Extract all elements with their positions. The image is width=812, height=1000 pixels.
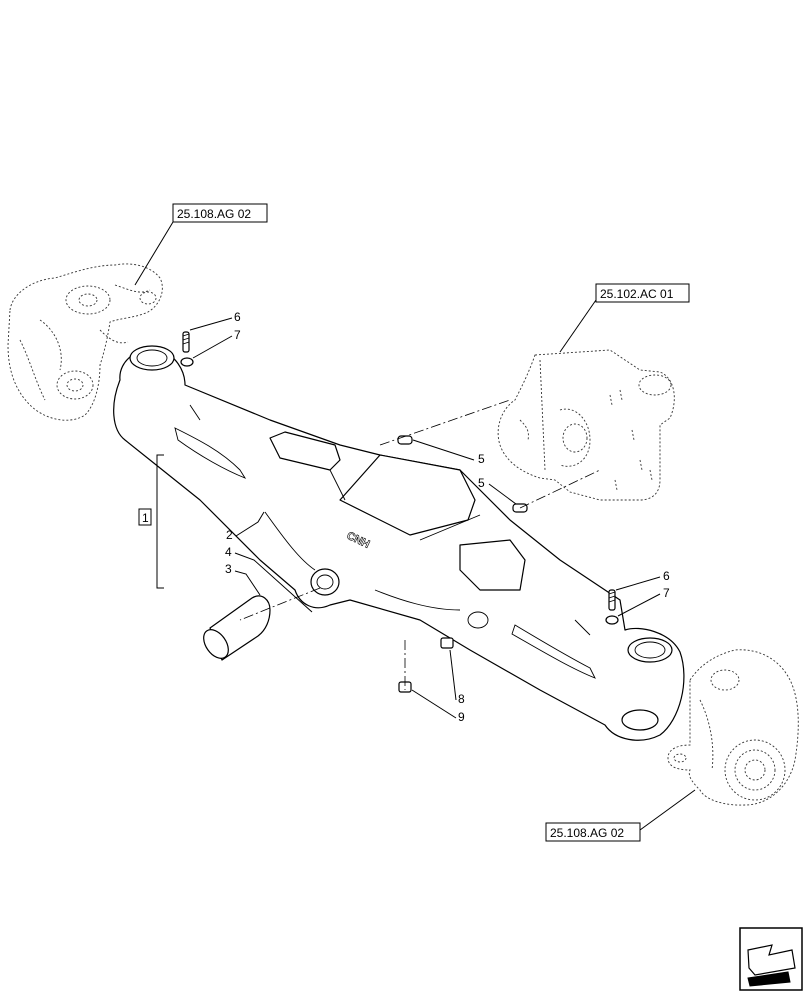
callout-7a: 7	[192, 328, 241, 359]
callout-5a: 5	[412, 439, 485, 466]
arrow-nav-icon[interactable]	[739, 927, 803, 991]
grease-fitting	[398, 637, 454, 693]
ghost-differential	[497, 349, 675, 501]
svg-text:3: 3	[225, 562, 232, 576]
callout-5b: 5	[478, 476, 517, 505]
svg-text:5: 5	[478, 452, 485, 466]
svg-text:25.108.AG 02: 25.108.AG 02	[550, 826, 624, 840]
callout-3: 3	[225, 562, 261, 596]
ref-top-right[interactable]: 25.102.AC 01	[559, 283, 690, 353]
callout-7b: 7	[617, 586, 670, 617]
axle-housing: CNH	[113, 345, 685, 741]
pivot-bushing	[203, 595, 271, 661]
svg-text:2: 2	[226, 528, 233, 542]
callout-6b: 6	[615, 569, 670, 591]
svg-text:6: 6	[663, 569, 670, 583]
callout-4: 4	[225, 545, 313, 613]
svg-text:7: 7	[663, 586, 670, 600]
svg-text:8: 8	[458, 692, 465, 706]
callout-9: 9	[411, 689, 465, 724]
svg-text:7: 7	[234, 328, 241, 342]
svg-text:25.108.AG 02: 25.108.AG 02	[177, 207, 251, 221]
callout-8: 8	[449, 649, 465, 706]
svg-text:6: 6	[234, 310, 241, 324]
svg-text:9: 9	[458, 710, 465, 724]
alignment-lines	[239, 399, 601, 690]
ref-bottom-right[interactable]: 25.108.AG 02	[545, 789, 696, 842]
stud-right	[605, 589, 619, 625]
ghost-hub-right	[667, 649, 799, 806]
callout-2: 2	[226, 511, 265, 542]
svg-text:5: 5	[478, 476, 485, 490]
ref-top-left[interactable]: 25.108.AG 02	[134, 203, 268, 286]
ghost-knuckle-left	[7, 263, 163, 421]
svg-text:25.102.AC 01: 25.102.AC 01	[600, 287, 674, 301]
svg-text:4: 4	[225, 545, 232, 559]
callout-1: 1	[138, 454, 164, 589]
svg-text:1: 1	[142, 511, 149, 525]
stud-left	[180, 331, 194, 367]
callout-6a: 6	[189, 310, 241, 331]
